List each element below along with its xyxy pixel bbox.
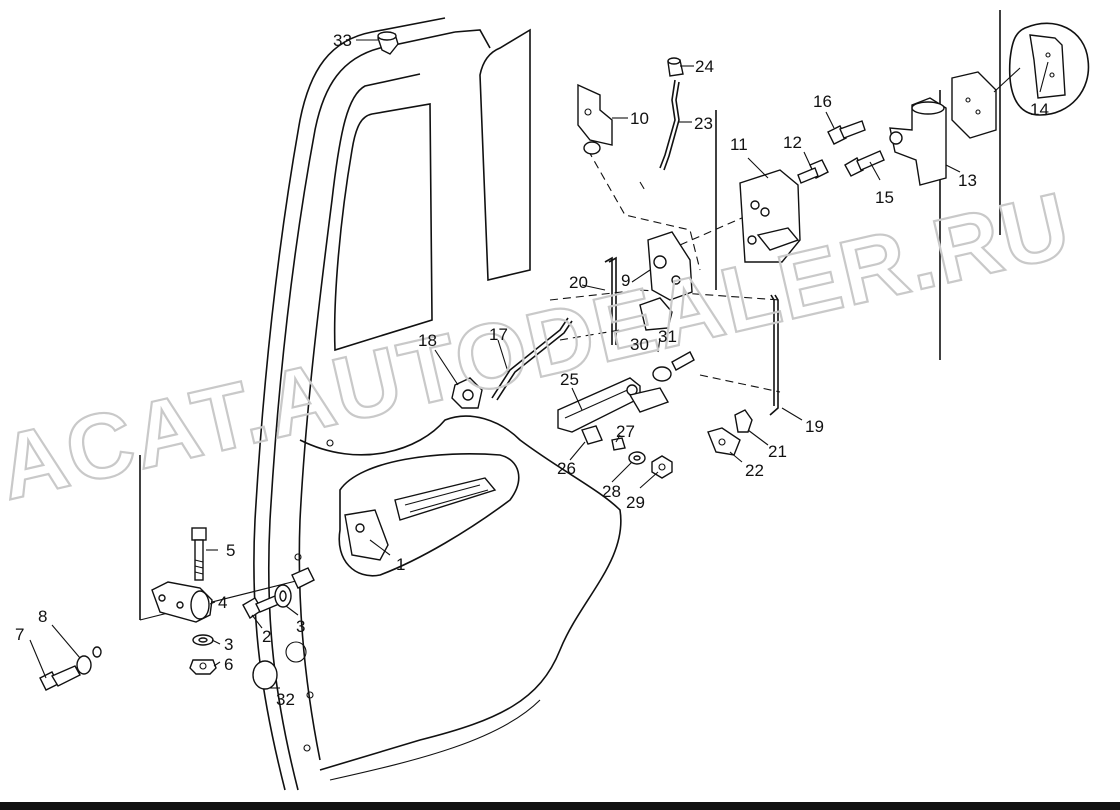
callout-22: 22 bbox=[745, 461, 764, 480]
callout-12: 12 bbox=[783, 133, 802, 152]
callout-10: 10 bbox=[630, 109, 649, 128]
part-20-rod bbox=[604, 256, 617, 345]
hinge-pin-plate bbox=[291, 567, 315, 589]
callout-11: 11 bbox=[730, 135, 748, 154]
callout-29: 29 bbox=[626, 493, 645, 512]
callout-15: 15 bbox=[875, 188, 894, 207]
callout-27: 27 bbox=[616, 422, 635, 441]
door-panel bbox=[139, 10, 1001, 791]
callout-4: 4 bbox=[218, 593, 227, 612]
part-21-clip bbox=[734, 409, 753, 433]
part-7-bolt bbox=[39, 665, 81, 691]
part-31-bracket bbox=[639, 297, 673, 331]
part-6-nut bbox=[189, 659, 217, 675]
part-12-bolt bbox=[797, 159, 829, 184]
part-1-inner-handle bbox=[338, 452, 520, 577]
callout-19: 19 bbox=[805, 417, 824, 436]
part-18-clip bbox=[451, 377, 483, 409]
part-9-lock-lever bbox=[647, 231, 693, 301]
callout-28: 28 bbox=[602, 482, 621, 501]
part-13-hinge-bracket bbox=[889, 97, 947, 186]
callout-1: 1 bbox=[396, 555, 405, 574]
leader-lines bbox=[29, 39, 1049, 689]
callout-21: 21 bbox=[768, 442, 787, 461]
part-14-plate bbox=[951, 22, 1090, 139]
part-5-bolt bbox=[191, 527, 207, 581]
callout-5: 5 bbox=[226, 541, 235, 560]
callout-2: 2 bbox=[262, 627, 271, 646]
part-26-clip bbox=[581, 425, 603, 445]
callout-18: 18 bbox=[418, 331, 437, 350]
part-11-striker bbox=[739, 169, 801, 263]
callout-6: 6 bbox=[224, 655, 233, 674]
part-30-bolt bbox=[652, 351, 695, 382]
part-16-bolt bbox=[827, 120, 866, 145]
part-22-plate bbox=[707, 427, 741, 456]
part-2-bolt bbox=[242, 595, 280, 620]
callout-7: 7 bbox=[15, 625, 24, 644]
part-10-bracket bbox=[577, 83, 613, 155]
callout-9: 9 bbox=[621, 271, 630, 290]
callout-33: 33 bbox=[333, 31, 352, 50]
callout-8: 8 bbox=[38, 607, 47, 626]
callout-13: 13 bbox=[958, 171, 977, 190]
callout-25: 25 bbox=[560, 370, 579, 389]
callout-32: 32 bbox=[276, 690, 295, 709]
callout-numbers: 33 10 24 23 11 12 16 15 13 14 20 9 17 18… bbox=[15, 31, 1049, 709]
part-23-rod bbox=[659, 79, 680, 171]
callout-16: 16 bbox=[813, 92, 832, 111]
callout-24: 24 bbox=[695, 57, 714, 76]
callout-31: 31 bbox=[658, 327, 677, 346]
part-25-outer-handle bbox=[557, 377, 670, 433]
part-27-clip bbox=[611, 437, 626, 451]
part-3-washer-right bbox=[274, 584, 292, 608]
part-19-rod bbox=[769, 294, 779, 416]
part-15-bolt bbox=[844, 150, 885, 177]
callout-14: 14 bbox=[1030, 100, 1049, 119]
callout-23: 23 bbox=[694, 114, 713, 133]
part-33-button bbox=[377, 31, 399, 55]
part-24-cap bbox=[667, 57, 684, 77]
callout-30: 30 bbox=[630, 335, 649, 354]
callout-3a: 3 bbox=[224, 635, 233, 654]
part-3-washer-lower bbox=[192, 634, 214, 646]
callout-26: 26 bbox=[557, 459, 576, 478]
bottom-border bbox=[0, 802, 1120, 810]
part-4-hinge bbox=[151, 581, 213, 623]
callout-3b: 3 bbox=[296, 617, 305, 636]
watermark-text: ACAT.AUTODEALER.RU bbox=[0, 174, 1080, 520]
part-28-washer bbox=[628, 451, 646, 465]
callout-20: 20 bbox=[569, 273, 588, 292]
part-17-rod bbox=[491, 317, 573, 401]
callout-17: 17 bbox=[489, 325, 508, 344]
part-32-plug bbox=[252, 660, 278, 690]
part-8-washer bbox=[76, 646, 102, 675]
